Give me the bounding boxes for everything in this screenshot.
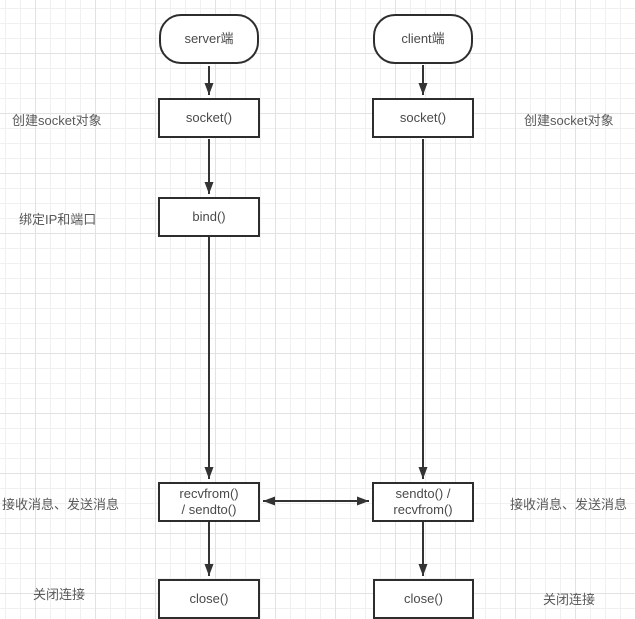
- node-server-terminal-label: server端: [184, 31, 234, 46]
- node-server-recvfrom-line1: recvfrom(): [179, 486, 239, 501]
- node-server-socket: socket(): [158, 98, 260, 138]
- node-server-recvfrom-sendto: recvfrom() / sendto(): [158, 482, 260, 522]
- node-server-bind-label: bind(): [192, 209, 226, 224]
- node-client-terminal-label: client端: [401, 31, 445, 46]
- node-client-close: close(): [373, 579, 474, 619]
- label-left-create-socket: 创建socket对象: [12, 113, 102, 128]
- node-server-socket-label: socket(): [185, 110, 233, 125]
- node-server-close-label: close(): [189, 591, 229, 606]
- label-right-close: 关闭连接: [543, 592, 596, 607]
- node-client-socket-label: socket(): [399, 110, 447, 125]
- node-server-terminal: server端: [159, 14, 259, 64]
- label-right-create-socket: 创建socket对象: [524, 113, 614, 128]
- label-left-messages: 接收消息、发送消息: [2, 497, 120, 512]
- node-server-recvfrom-line2: / sendto(): [181, 502, 237, 517]
- node-server-bind: bind(): [158, 197, 260, 237]
- node-client-close-label: close(): [403, 591, 443, 606]
- label-left-close: 关闭连接: [33, 587, 86, 602]
- node-client-socket: socket(): [372, 98, 474, 138]
- node-client-terminal: client端: [373, 14, 473, 64]
- label-right-messages: 接收消息、发送消息: [510, 497, 628, 512]
- node-server-close: close(): [158, 579, 260, 619]
- node-client-sendto-recvfrom: sendto() / recvfrom(): [372, 482, 474, 522]
- node-client-sendto-line2: recvfrom(): [393, 502, 453, 517]
- node-client-sendto-line1: sendto() /: [395, 486, 451, 501]
- label-left-bind: 绑定IP和端口: [19, 212, 97, 227]
